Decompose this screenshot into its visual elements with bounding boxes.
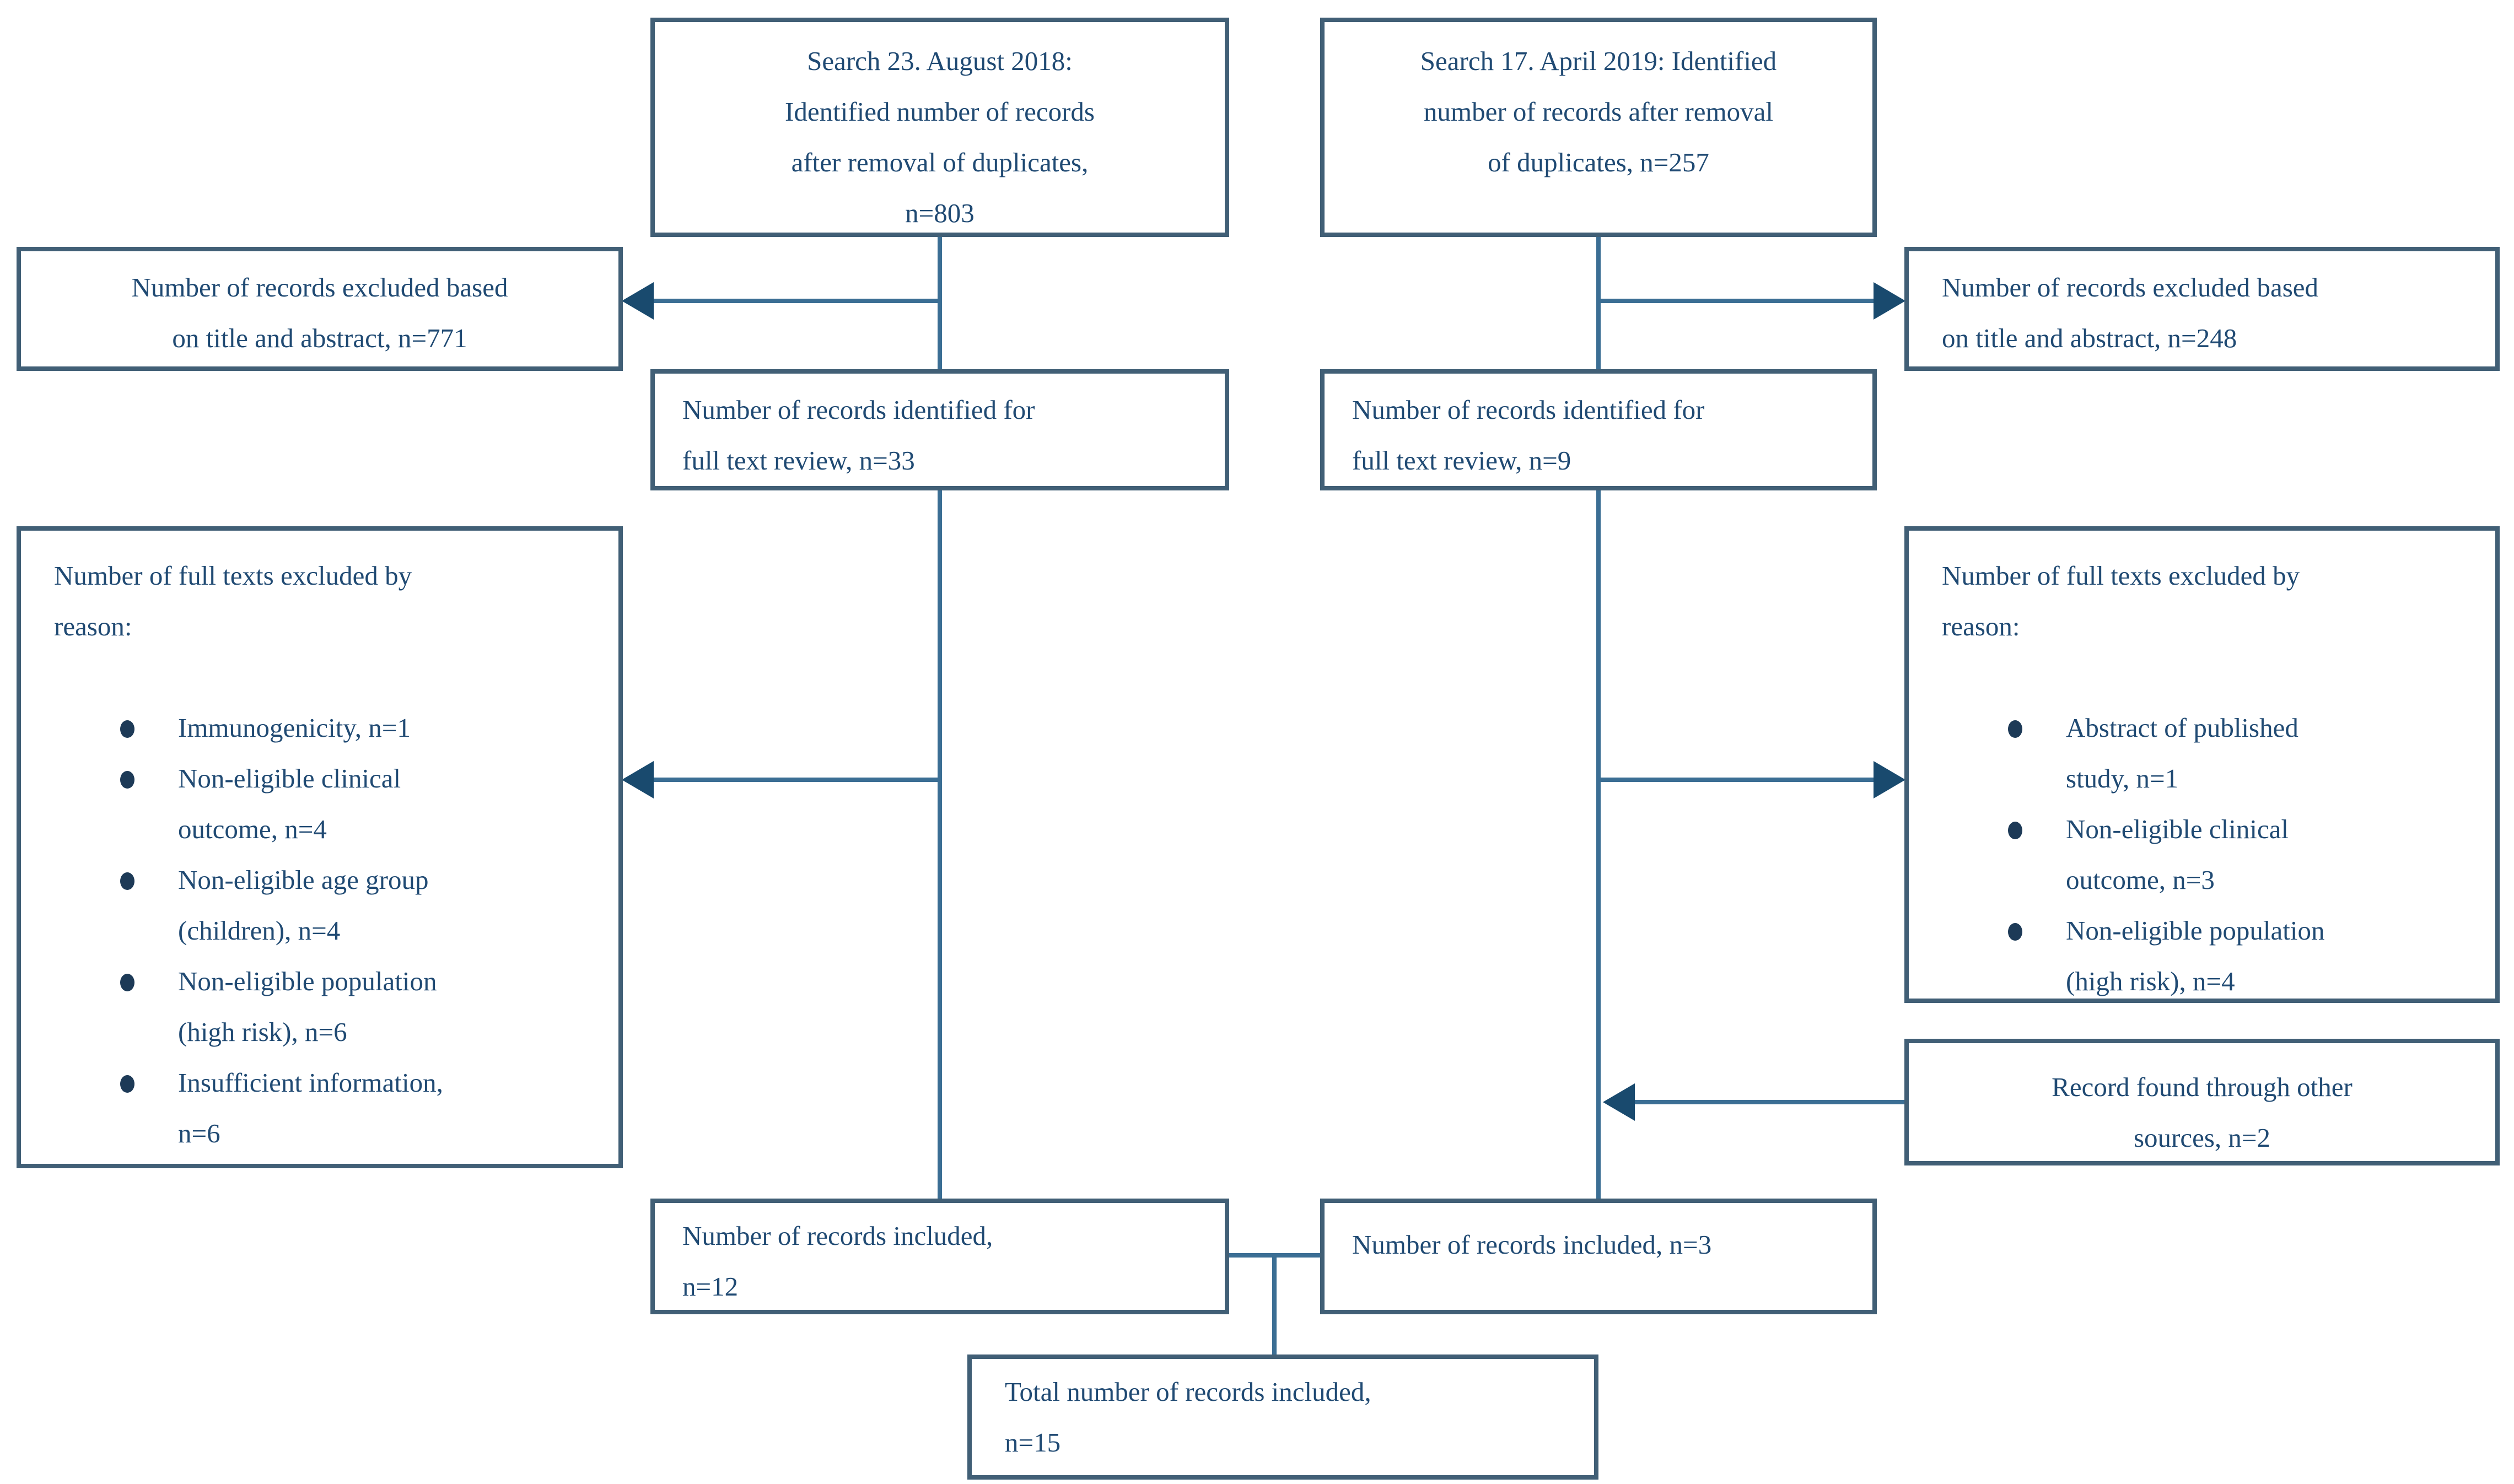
list-item: Non-eligible age group(children), n=4 bbox=[120, 855, 602, 956]
bullet-icon bbox=[2008, 923, 2022, 941]
fulltext-excluded-2018-list: Immunogenicity, n=1 Non-eligible clinica… bbox=[54, 703, 602, 1159]
box-search-aug-2018-text: Search 23. August 2018:Identified number… bbox=[785, 46, 1095, 228]
bullet-icon bbox=[2008, 822, 2022, 839]
box-search-aug-2018: Search 23. August 2018:Identified number… bbox=[650, 18, 1229, 237]
list-item: Non-eligible population(high risk), n=4 bbox=[2008, 905, 2479, 1007]
list-item-text: Non-eligible population(high risk), n=4 bbox=[2066, 915, 2325, 996]
list-item: Non-eligible population(high risk), n=6 bbox=[120, 956, 602, 1057]
bullet-icon bbox=[120, 771, 134, 789]
list-item: Insufficient information,n=6 bbox=[120, 1057, 602, 1159]
bullet-icon bbox=[120, 1075, 134, 1093]
bullet-icon bbox=[120, 974, 134, 991]
list-item: Immunogenicity, n=1 bbox=[120, 703, 602, 753]
list-item-text: Non-eligible age group(children), n=4 bbox=[178, 865, 429, 946]
arrow-excluded-2019-head bbox=[1874, 282, 1905, 320]
box-total-included: Total number of records included,n=15 bbox=[967, 1355, 1598, 1480]
arrow-other-sources-head bbox=[1603, 1083, 1635, 1121]
bullet-icon bbox=[2008, 720, 2022, 738]
box-included-2019-text: Number of records included, n=3 bbox=[1352, 1229, 1712, 1260]
arrow-reasons-2019-head bbox=[1874, 761, 1905, 798]
arrow-excluded-2018-head bbox=[622, 282, 654, 320]
bullet-icon bbox=[120, 872, 134, 890]
list-item-text: Non-eligible population(high risk), n=6 bbox=[178, 966, 437, 1047]
bullet-icon bbox=[120, 720, 134, 738]
box-included-2019: Number of records included, n=3 bbox=[1320, 1199, 1877, 1314]
arrow-reasons-2018-head bbox=[622, 761, 654, 798]
list-item-text: Immunogenicity, n=1 bbox=[178, 713, 411, 743]
box-included-2018-text: Number of records included,n=12 bbox=[682, 1221, 993, 1302]
list-item-text: Insufficient information,n=6 bbox=[178, 1067, 443, 1148]
box-total-included-text: Total number of records included,n=15 bbox=[1005, 1377, 1371, 1458]
box-included-2018: Number of records included,n=12 bbox=[650, 1199, 1229, 1314]
